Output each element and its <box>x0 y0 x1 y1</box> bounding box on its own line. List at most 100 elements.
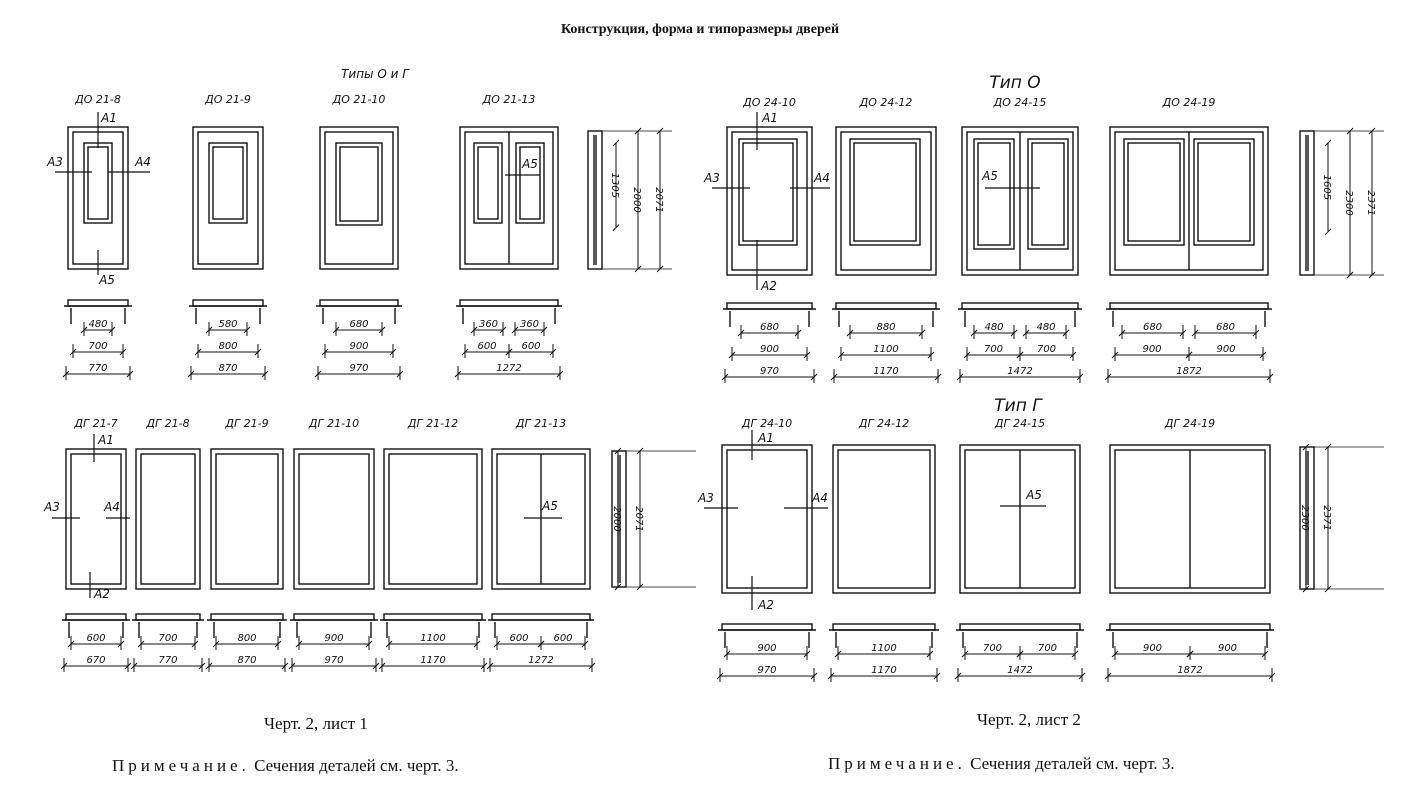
section-label-а1: А1 <box>97 433 114 447</box>
dimension-label: 700 <box>158 633 177 644</box>
dimension-tick <box>473 640 481 648</box>
dimension-tick <box>1062 329 1070 337</box>
dimension-tick <box>194 348 202 356</box>
door-frame-outer <box>67 126 129 270</box>
dimension-tick <box>130 662 138 670</box>
dimension-label: 970 <box>760 366 779 377</box>
plan-frame <box>383 613 483 621</box>
caption-sheet-2: Черт. 2, лист 2 <box>977 710 1081 729</box>
dimension-tick <box>212 640 220 648</box>
door-frame-outer <box>1109 126 1269 276</box>
door-code: ДО 21-9 <box>204 93 251 106</box>
section-label-а1: А1 <box>100 111 117 125</box>
glazing-pane <box>519 146 541 220</box>
dimension-tick <box>486 662 494 670</box>
dimension-label: 360 <box>479 319 498 330</box>
dimension-tick <box>470 326 478 334</box>
dimension-tick <box>933 672 941 680</box>
glazing-pane <box>853 142 917 242</box>
dimension-tick <box>1266 373 1274 381</box>
dimension-label: 900 <box>757 643 776 654</box>
door-leaf <box>837 449 931 589</box>
door-frame-outer <box>459 126 559 270</box>
dimension-tick <box>834 650 842 658</box>
section-label-а5: А5 <box>521 157 538 171</box>
door-leaf <box>215 453 279 585</box>
door-frame-outer <box>961 126 1079 276</box>
dimension-tick <box>1104 672 1112 680</box>
side-frame <box>587 130 603 270</box>
door-code: ДГ 21-8 <box>145 417 189 430</box>
dimension-label: 770 <box>88 363 107 374</box>
dimension-tick <box>963 351 971 359</box>
dimension-tick <box>288 662 296 670</box>
door-leaf <box>324 131 394 265</box>
dimension-tick <box>67 640 75 648</box>
dimension-tick <box>846 329 854 337</box>
dimension-label: 1100 <box>871 643 896 654</box>
dimension-tick <box>827 672 835 680</box>
door-frame-outer <box>491 448 591 590</box>
note-sheet-1: Примечание. Сечения деталей см. черт. 3. <box>112 756 459 776</box>
dimension-tick <box>961 650 969 658</box>
dimension-tick <box>385 640 393 648</box>
section-label-а5: А5 <box>981 169 998 183</box>
door-code: ДГ 24-12 <box>858 417 909 430</box>
dimension-tick <box>1016 650 1024 658</box>
door-leaf <box>388 453 478 585</box>
dimension-label: 1872 <box>1176 366 1201 377</box>
door-code: ДО 21-13 <box>482 93 536 106</box>
dimension-tick <box>803 351 811 359</box>
dimension-tick <box>332 326 340 334</box>
door-code: ДО 21-10 <box>332 93 386 106</box>
dimension-label: 900 <box>1216 344 1235 355</box>
door-frame-outer <box>383 448 483 590</box>
dimension-tick <box>1111 351 1119 359</box>
dimension-tick <box>810 373 818 381</box>
dimension-tick <box>365 640 373 648</box>
dimension-label: 800 <box>237 633 256 644</box>
height-label: 2371 <box>1321 505 1332 530</box>
height-label: 2371 <box>1365 190 1376 215</box>
section-label-а3: А3 <box>697 491 714 505</box>
glazing-frame <box>473 142 503 224</box>
dimension-label: 1472 <box>1007 366 1032 377</box>
dimension-tick <box>1118 329 1126 337</box>
door-leaf <box>197 131 259 265</box>
plan-frame <box>192 299 264 307</box>
plan-frame <box>459 299 559 307</box>
door-frame-outer <box>319 126 399 270</box>
dimension-tick <box>321 348 329 356</box>
dimension-tick <box>830 373 838 381</box>
section-label-а5: А5 <box>98 273 115 287</box>
dimension-label: 680 <box>349 319 368 330</box>
note-text: Сечения деталей см. черт. 3. <box>970 754 1175 773</box>
plan-frame <box>67 299 129 307</box>
dimension-label: 1170 <box>871 665 896 676</box>
section-label-а5: А5 <box>1025 488 1042 502</box>
dimension-label: 700 <box>1038 643 1057 654</box>
dimension-tick <box>274 640 282 648</box>
dimension-tick <box>1069 351 1077 359</box>
dimension-tick <box>934 373 942 381</box>
plan-frame <box>961 302 1079 310</box>
dimension-tick <box>1185 351 1193 359</box>
glazing-frame <box>1027 138 1069 250</box>
dimension-tick <box>108 326 116 334</box>
dimension-tick <box>480 662 488 670</box>
dimension-tick <box>1252 329 1260 337</box>
dimension-tick <box>295 640 303 648</box>
dimension-label: 580 <box>218 319 237 330</box>
dimension-tick <box>454 370 462 378</box>
door-frame-outer <box>135 448 201 590</box>
dimension-label: 870 <box>218 363 237 374</box>
dimension-tick <box>372 662 380 670</box>
